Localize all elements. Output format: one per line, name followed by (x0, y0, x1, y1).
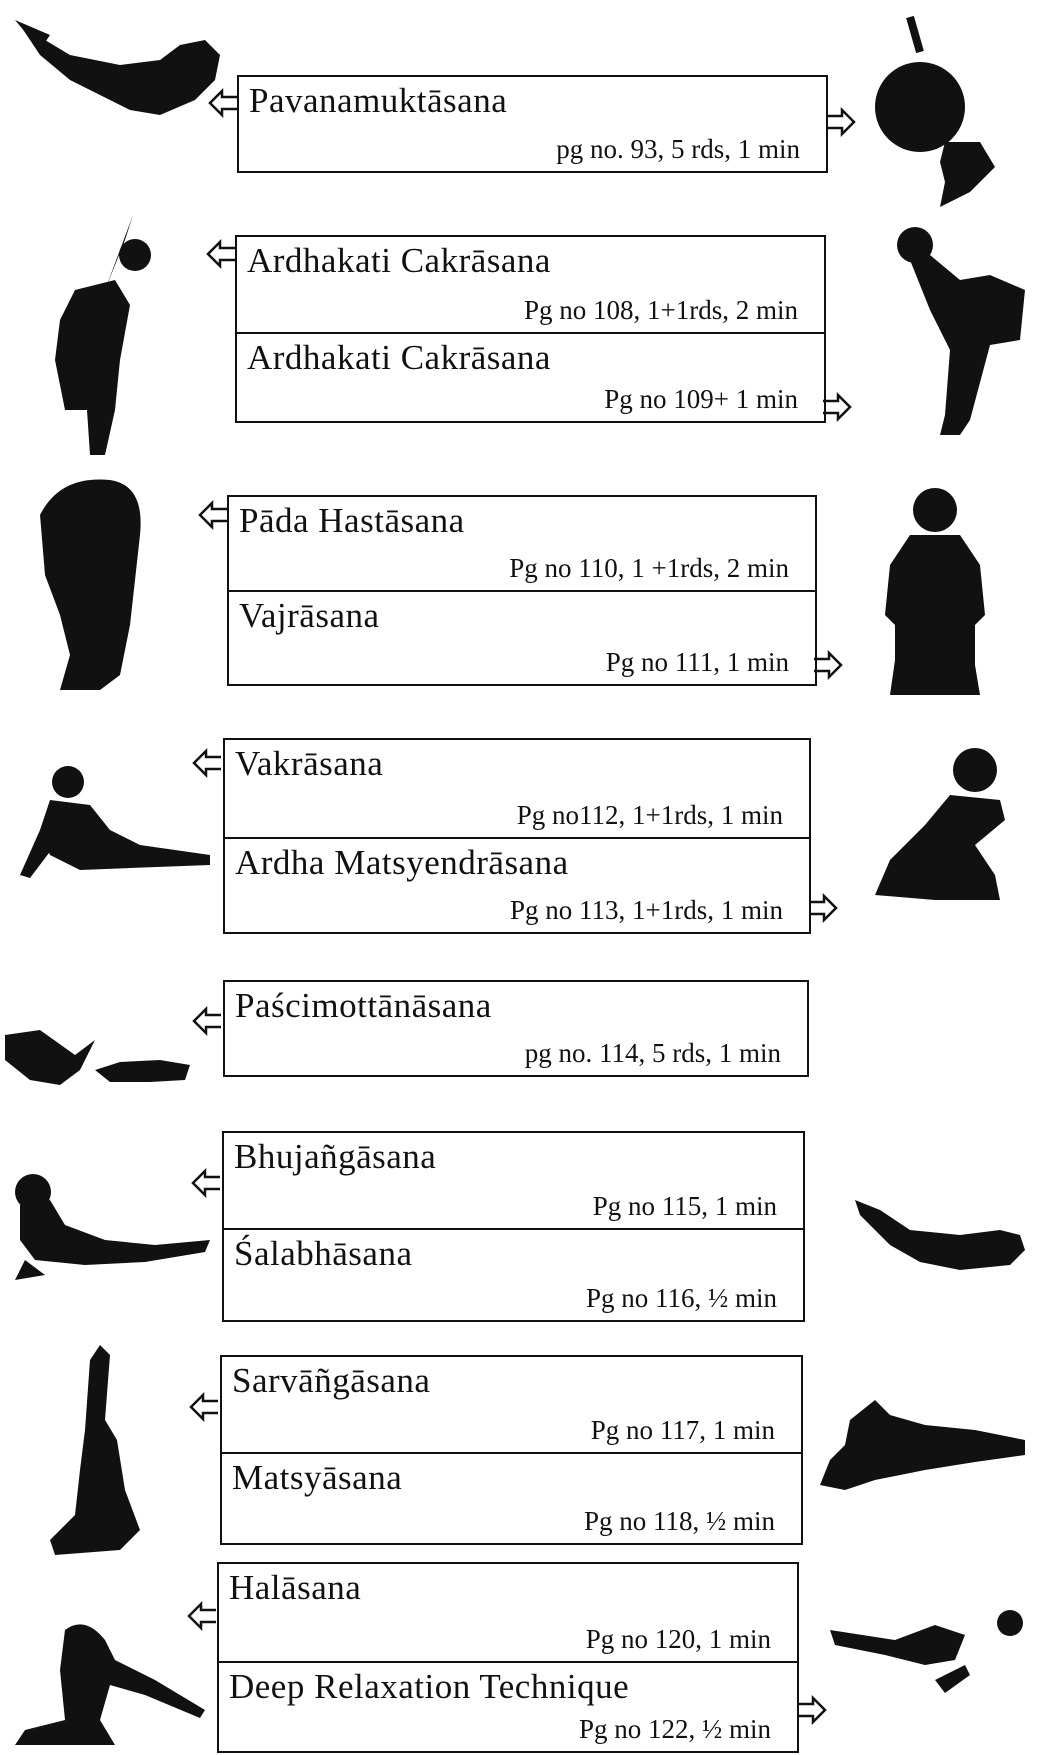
asana-info: Pg no 116, ½ min (586, 1283, 777, 1314)
asana-info: Pg no 110, 1 +1rds, 2 min (509, 553, 789, 584)
asana-entry: Ardha Matsyendrāsana Pg no 113, 1+1rds, … (225, 837, 809, 932)
asana-entry: Śalabhāsana Pg no 116, ½ min (224, 1228, 803, 1320)
asana-group-4: Vakrāsana Pg no112, 1+1rds, 1 min Ardha … (223, 738, 811, 934)
asana-info: Pg no 120, 1 min (586, 1624, 771, 1655)
asana-entry: Deep Relaxation Technique Pg no 122, ½ m… (219, 1661, 797, 1751)
hollow-left-arrow-icon (189, 1392, 219, 1422)
asana-group-2: Ardhakati Cakrāsana Pg no 108, 1+1rds, 2… (235, 235, 826, 423)
asana-info: Pg no 113, 1+1rds, 1 min (510, 895, 783, 926)
asana-info: Pg no 117, 1 min (591, 1415, 775, 1446)
asana-name: Pavanamuktāsana (249, 81, 507, 121)
asana-name: Pāda Hastāsana (239, 501, 465, 541)
asana-info: Pg no 118, ½ min (584, 1506, 775, 1537)
asana-name: Sarvāñgāsana (232, 1361, 430, 1401)
deep-relaxation-figure (825, 1605, 1030, 1705)
hollow-left-arrow-icon (206, 239, 236, 269)
bhujangasana-figure (5, 1170, 215, 1285)
hollow-left-arrow-icon (192, 1006, 222, 1036)
halasana-figure (5, 1610, 215, 1750)
asana-name: Vakrāsana (235, 744, 383, 784)
asana-info: pg no. 93, 5 rds, 1 min (556, 134, 800, 165)
asana-name: Matsyāsana (232, 1458, 402, 1498)
asana-name: Paścimottānāsana (235, 986, 492, 1026)
asana-info: Pg no 111, 1 min (606, 647, 789, 678)
asana-info: Pg no 108, 1+1rds, 2 min (524, 295, 798, 326)
pavanamuktasana-side-figure (860, 12, 1010, 212)
sarvangasana-figure (45, 1340, 155, 1560)
asana-group-7: Sarvāñgāsana Pg no 117, 1 min Matsyāsana… (220, 1355, 803, 1545)
asana-name: Śalabhāsana (234, 1234, 412, 1274)
asana-entry: Bhujañgāsana Pg no 115, 1 min (224, 1133, 803, 1228)
asana-info: Pg no 122, ½ min (579, 1714, 771, 1745)
asana-entry: Vajrāsana Pg no 111, 1 min (229, 590, 815, 684)
asana-name: Ardha Matsyendrāsana (235, 843, 569, 883)
asana-name: Vajrāsana (239, 596, 380, 636)
matsyasana-figure (815, 1390, 1030, 1500)
asana-entry: Ardhakati Cakrāsana Pg no 108, 1+1rds, 2… (237, 237, 824, 332)
asana-group-6: Bhujañgāsana Pg no 115, 1 min Śalabhāsan… (222, 1131, 805, 1322)
pada-hastasana-figure (30, 475, 150, 695)
asana-info: Pg no 115, 1 min (593, 1191, 777, 1222)
vakrasana-figure (10, 760, 220, 890)
asana-name: Bhujañgāsana (234, 1137, 436, 1177)
hollow-right-arrow-icon (813, 650, 843, 680)
ardhakati-cakrasana-figure (45, 210, 155, 460)
asana-group-8: Halāsana Pg no 120, 1 min Deep Relaxatio… (217, 1562, 799, 1753)
asana-name: Deep Relaxation Technique (229, 1667, 629, 1707)
hollow-right-arrow-icon (797, 1695, 827, 1725)
salabhasana-figure (850, 1190, 1030, 1285)
asana-info: Pg no 109+ 1 min (604, 384, 798, 415)
asana-entry: Sarvāñgāsana Pg no 117, 1 min (222, 1357, 801, 1452)
pascimottanasana-figure (0, 1020, 195, 1090)
asana-info: Pg no112, 1+1rds, 1 min (517, 800, 783, 831)
asana-name: Halāsana (229, 1568, 361, 1608)
vajrasana-figure (880, 485, 990, 700)
asana-group-3: Pāda Hastāsana Pg no 110, 1 +1rds, 2 min… (227, 495, 817, 686)
hollow-right-arrow-icon (826, 107, 856, 137)
asana-entry: Ardhakati Cakrāsana Pg no 109+ 1 min (237, 332, 824, 421)
hollow-left-arrow-icon (198, 500, 228, 530)
asana-group-5: Paścimottānāsana pg no. 114, 5 rds, 1 mi… (223, 980, 809, 1077)
asana-entry: Halāsana Pg no 120, 1 min (219, 1564, 797, 1661)
asana-entry: Paścimottānāsana pg no. 114, 5 rds, 1 mi… (225, 982, 807, 1075)
asana-entry: Pavanamuktāsana pg no. 93, 5 rds, 1 min (239, 77, 826, 171)
asana-group-1: Pavanamuktāsana pg no. 93, 5 rds, 1 min (237, 75, 828, 173)
asana-entry: Matsyāsana Pg no 118, ½ min (222, 1452, 801, 1543)
ardha-matsyendrasana-figure (865, 745, 1015, 905)
asana-info: pg no. 114, 5 rds, 1 min (525, 1038, 781, 1069)
asana-entry: Vakrāsana Pg no112, 1+1rds, 1 min (225, 740, 809, 837)
ardhakati-cakrasana-side-figure (890, 220, 1030, 440)
asana-name: Ardhakati Cakrāsana (247, 241, 551, 281)
pavanamuktasana-figure (10, 10, 230, 120)
hollow-right-arrow-icon (822, 392, 852, 422)
asana-entry: Pāda Hastāsana Pg no 110, 1 +1rds, 2 min (229, 497, 815, 590)
asana-name: Ardhakati Cakrāsana (247, 338, 551, 378)
hollow-right-arrow-icon (808, 893, 838, 923)
